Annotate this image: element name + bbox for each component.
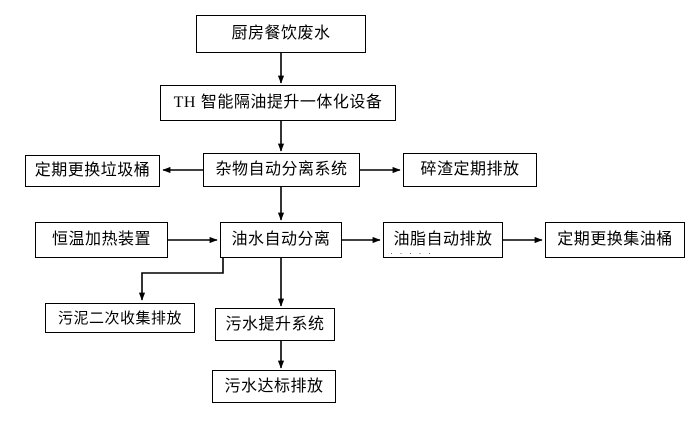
dots-artifact: · · · · · xyxy=(390,248,433,258)
node-debris-auto-separation[interactable]: 杂物自动分离系统 xyxy=(203,153,360,187)
node-replace-oil-bucket[interactable]: 定期更换集油桶 xyxy=(545,222,685,258)
node-kitchen-wastewater[interactable]: 厨房餐饮废水 xyxy=(196,15,366,53)
node-label-prefix: TH xyxy=(173,94,196,111)
node-label: 碎渣定期排放 xyxy=(420,161,520,178)
node-sludge-secondary-collection[interactable]: 污泥二次收集排放 xyxy=(45,303,195,333)
node-th-integrated-equipment[interactable]: TH 智能隔油提升一体化设备 xyxy=(160,85,396,121)
node-label: 智能隔油提升一体化设备 xyxy=(200,94,383,111)
node-replace-trash-bin[interactable]: 定期更换垃圾桶 xyxy=(25,155,160,187)
edge-oilwater-to-sludge xyxy=(138,258,224,301)
node-label: 恒温加热装置 xyxy=(51,231,151,248)
node-label: 油水自动分离 xyxy=(231,231,331,248)
node-label: 油脂自动排放 xyxy=(393,231,493,248)
node-sewage-lift-system[interactable]: 污水提升系统 xyxy=(215,308,335,341)
node-label: 定期更换垃圾桶 xyxy=(34,162,151,179)
node-oil-water-auto-separation[interactable]: 油水自动分离 xyxy=(220,222,342,258)
node-label: 污水达标排放 xyxy=(224,377,324,395)
node-sewage-compliant-discharge[interactable]: 污水达标排放 xyxy=(212,370,336,403)
node-slag-scheduled-discharge[interactable]: 碎渣定期排放 xyxy=(403,153,537,187)
node-label: 杂物自动分离系统 xyxy=(215,161,348,178)
node-label: 污水提升系统 xyxy=(225,315,325,333)
node-label: 定期更换集油桶 xyxy=(557,231,673,248)
node-grease-auto-discharge[interactable]: 油脂自动排放 xyxy=(383,222,503,258)
node-label: 厨房餐饮废水 xyxy=(231,25,331,42)
node-constant-temp-heater[interactable]: 恒温加热装置 xyxy=(35,222,168,258)
node-label: 污泥二次收集排放 xyxy=(57,309,182,327)
